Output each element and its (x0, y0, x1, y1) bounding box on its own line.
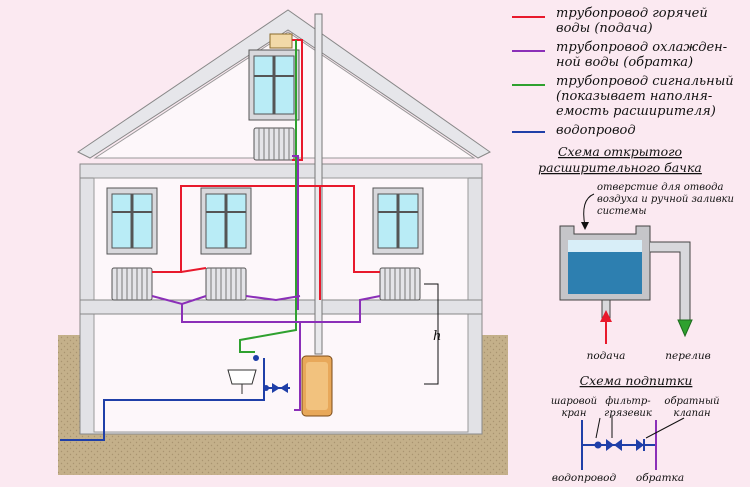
open-tank-note-3: системы (597, 206, 646, 217)
legend-signal-1: трубопровод сигнальный (556, 74, 734, 89)
makeup-ball-valve-2: кран (562, 408, 587, 419)
legend-signal-3: емость расширителя) (556, 104, 716, 119)
window-right (372, 187, 424, 255)
legend-hot-1: трубопровод горячей (556, 6, 708, 21)
sink (227, 355, 259, 394)
open-tank-title-2: расширительного бачка (538, 160, 702, 175)
valves-makeup-house (263, 383, 288, 393)
radiator-attic (253, 127, 295, 161)
open-tank-scheme: Схема открытого расширительного бачка от… (538, 144, 734, 362)
open-tank-overflow: перелив (665, 350, 710, 362)
open-tank-note-2: воздуха и ручной заливки (597, 194, 734, 205)
window-middle (200, 187, 252, 255)
makeup-check-valve-2: клапан (673, 408, 710, 419)
legend-water-1: водопровод (556, 123, 636, 138)
radiator-left (111, 267, 153, 301)
chimney-pipe (314, 13, 323, 355)
window-attic (248, 49, 300, 121)
return-pipes (151, 155, 381, 411)
expansion-tank (269, 33, 293, 49)
legend-cold-2: ной воды (обратка) (556, 55, 693, 70)
makeup-check-valve-1: обратный (664, 396, 719, 407)
open-tank-note-1: отверстие для отвода (597, 182, 723, 193)
legend-hot-2: воды (подача) (556, 21, 653, 36)
window-left (106, 187, 158, 255)
makeup-title: Схема подпитки (580, 373, 693, 388)
height-label: h (433, 329, 441, 344)
makeup-return: обратка (636, 472, 684, 484)
legend-signal-2: (показывает наполня- (556, 89, 712, 104)
makeup-water-supply: водопровод (552, 472, 617, 484)
open-tank-supply: подача (587, 350, 626, 362)
makeup-filter-1: фильтр- (605, 396, 651, 407)
height-marker (424, 283, 439, 385)
open-tank-title-1: Схема открытого (558, 144, 682, 159)
makeup-ball-valve-1: шаровой (551, 396, 597, 407)
legend-cold-1: трубопровод охлажден- (556, 40, 727, 55)
legend: трубопровод горячей воды (подача) трубоп… (512, 6, 734, 138)
radiator-right (379, 267, 421, 301)
makeup-filter-2: грязевик (604, 408, 652, 419)
signal-pipe (239, 40, 297, 353)
makeup-scheme: Схема подпитки шаровой кран фильтр- гряз… (551, 373, 720, 484)
boiler (301, 355, 333, 417)
radiator-middle (205, 267, 247, 301)
